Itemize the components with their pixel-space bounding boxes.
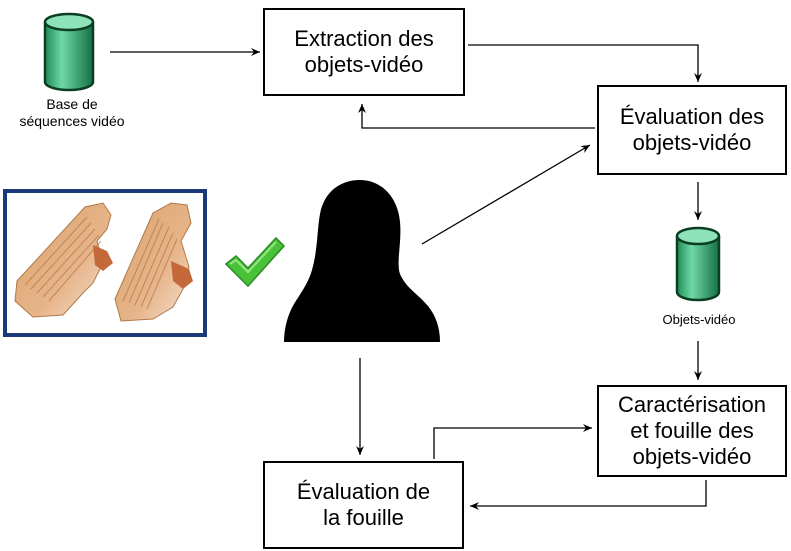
objets-label: Objets-vidéo (662, 312, 736, 327)
arrow-fouille-to-caracterisation (433, 424, 592, 459)
node-caracterisation: Caractérisation et fouille des objets-vi… (597, 385, 787, 477)
user-silhouette-icon (284, 180, 440, 342)
objets-database-icon (675, 226, 721, 302)
node-evaluation-fouille: Évaluation de la fouille (263, 461, 464, 549)
arrow-extraction-to-evaluation (468, 44, 702, 82)
node-evaluation-objets: Évaluation des objets-vidéo (597, 85, 787, 175)
video-volume-left (14, 202, 113, 318)
arrow-evaluation-to-extraction (358, 104, 595, 129)
arrow-caracterisation-to-fouille (470, 480, 707, 510)
node-extraction: Extraction des objets-vidéo (263, 8, 465, 96)
database-label: Base de séquences vidéo (19, 96, 125, 129)
video-volume-right (114, 202, 193, 322)
video-object-thumbnail (3, 189, 207, 337)
arrow-user-to-evaluation (421, 144, 591, 245)
database-icon (43, 12, 95, 92)
check-icon (224, 236, 286, 288)
